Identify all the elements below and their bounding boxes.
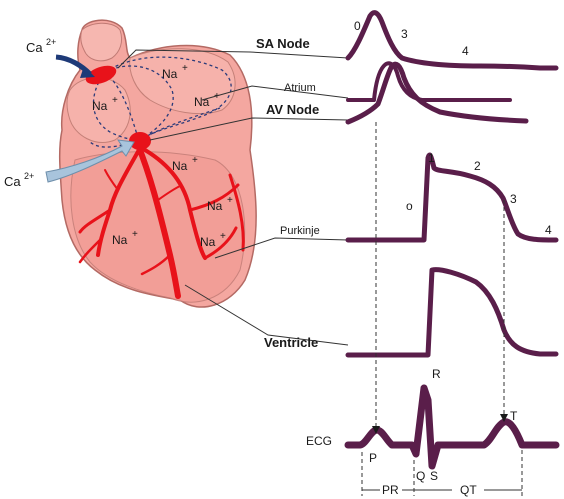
purkinje-phase-2: 2 xyxy=(474,159,481,173)
purkinje-phase-1: 1 xyxy=(428,151,435,165)
atrium-trace xyxy=(348,63,510,100)
sa-phase-3: 3 xyxy=(401,27,408,41)
svg-text:Na: Na xyxy=(194,95,210,109)
svg-text:+: + xyxy=(227,195,233,206)
svg-text:+: + xyxy=(192,155,198,166)
ecg-wave-s: S xyxy=(430,469,438,483)
ecg-label: ECG xyxy=(306,434,332,448)
ecg-trace xyxy=(348,388,556,466)
svg-text:Na: Na xyxy=(162,67,178,81)
ecg-wave-r: R xyxy=(432,367,441,381)
ventricle-label: Ventricle xyxy=(264,335,318,350)
ecg-wave-t: T xyxy=(510,409,518,423)
svg-text:+: + xyxy=(220,231,226,242)
atrium-label: Atrium xyxy=(284,82,316,94)
svg-text:Na: Na xyxy=(200,235,216,249)
purkinje-phase-4: 4 xyxy=(545,223,552,237)
svg-text:2+: 2+ xyxy=(24,171,34,181)
svg-text:Na: Na xyxy=(112,233,128,247)
svg-text:Ca: Ca xyxy=(26,40,43,55)
sa-phase-4: 4 xyxy=(462,44,469,58)
ecg-wave-q: Q xyxy=(416,469,425,483)
svg-text:2+: 2+ xyxy=(46,37,56,47)
sa-node-label: SA Node xyxy=(256,36,310,51)
svg-text:+: + xyxy=(112,95,118,106)
svg-text:+: + xyxy=(132,229,138,240)
purkinje-phase-3: 3 xyxy=(510,192,517,206)
sa-node-trace xyxy=(348,13,556,68)
purkinje-trace xyxy=(348,155,556,240)
ecg-wave-p: P xyxy=(369,451,377,465)
action-potential-traces xyxy=(348,13,556,466)
av-node-label: AV Node xyxy=(266,102,319,117)
ca-label-top: Ca 2+ xyxy=(26,37,56,55)
svg-text:Na: Na xyxy=(207,199,223,213)
ventricle-trace xyxy=(348,270,556,355)
svg-text:Na: Na xyxy=(92,99,108,113)
ca-label-bottom: Ca 2+ xyxy=(4,171,34,189)
heart xyxy=(46,20,256,307)
purkinje-phase-0: o xyxy=(406,199,413,213)
sa-phase-0: 0 xyxy=(354,19,361,33)
pr-interval-label: PR xyxy=(382,483,399,497)
qt-interval-label: QT xyxy=(460,483,477,497)
purkinje-label: Purkinje xyxy=(280,225,320,237)
av-node xyxy=(129,132,151,150)
svg-text:Na: Na xyxy=(172,159,188,173)
svg-text:Ca: Ca xyxy=(4,174,21,189)
svg-text:+: + xyxy=(182,63,188,74)
